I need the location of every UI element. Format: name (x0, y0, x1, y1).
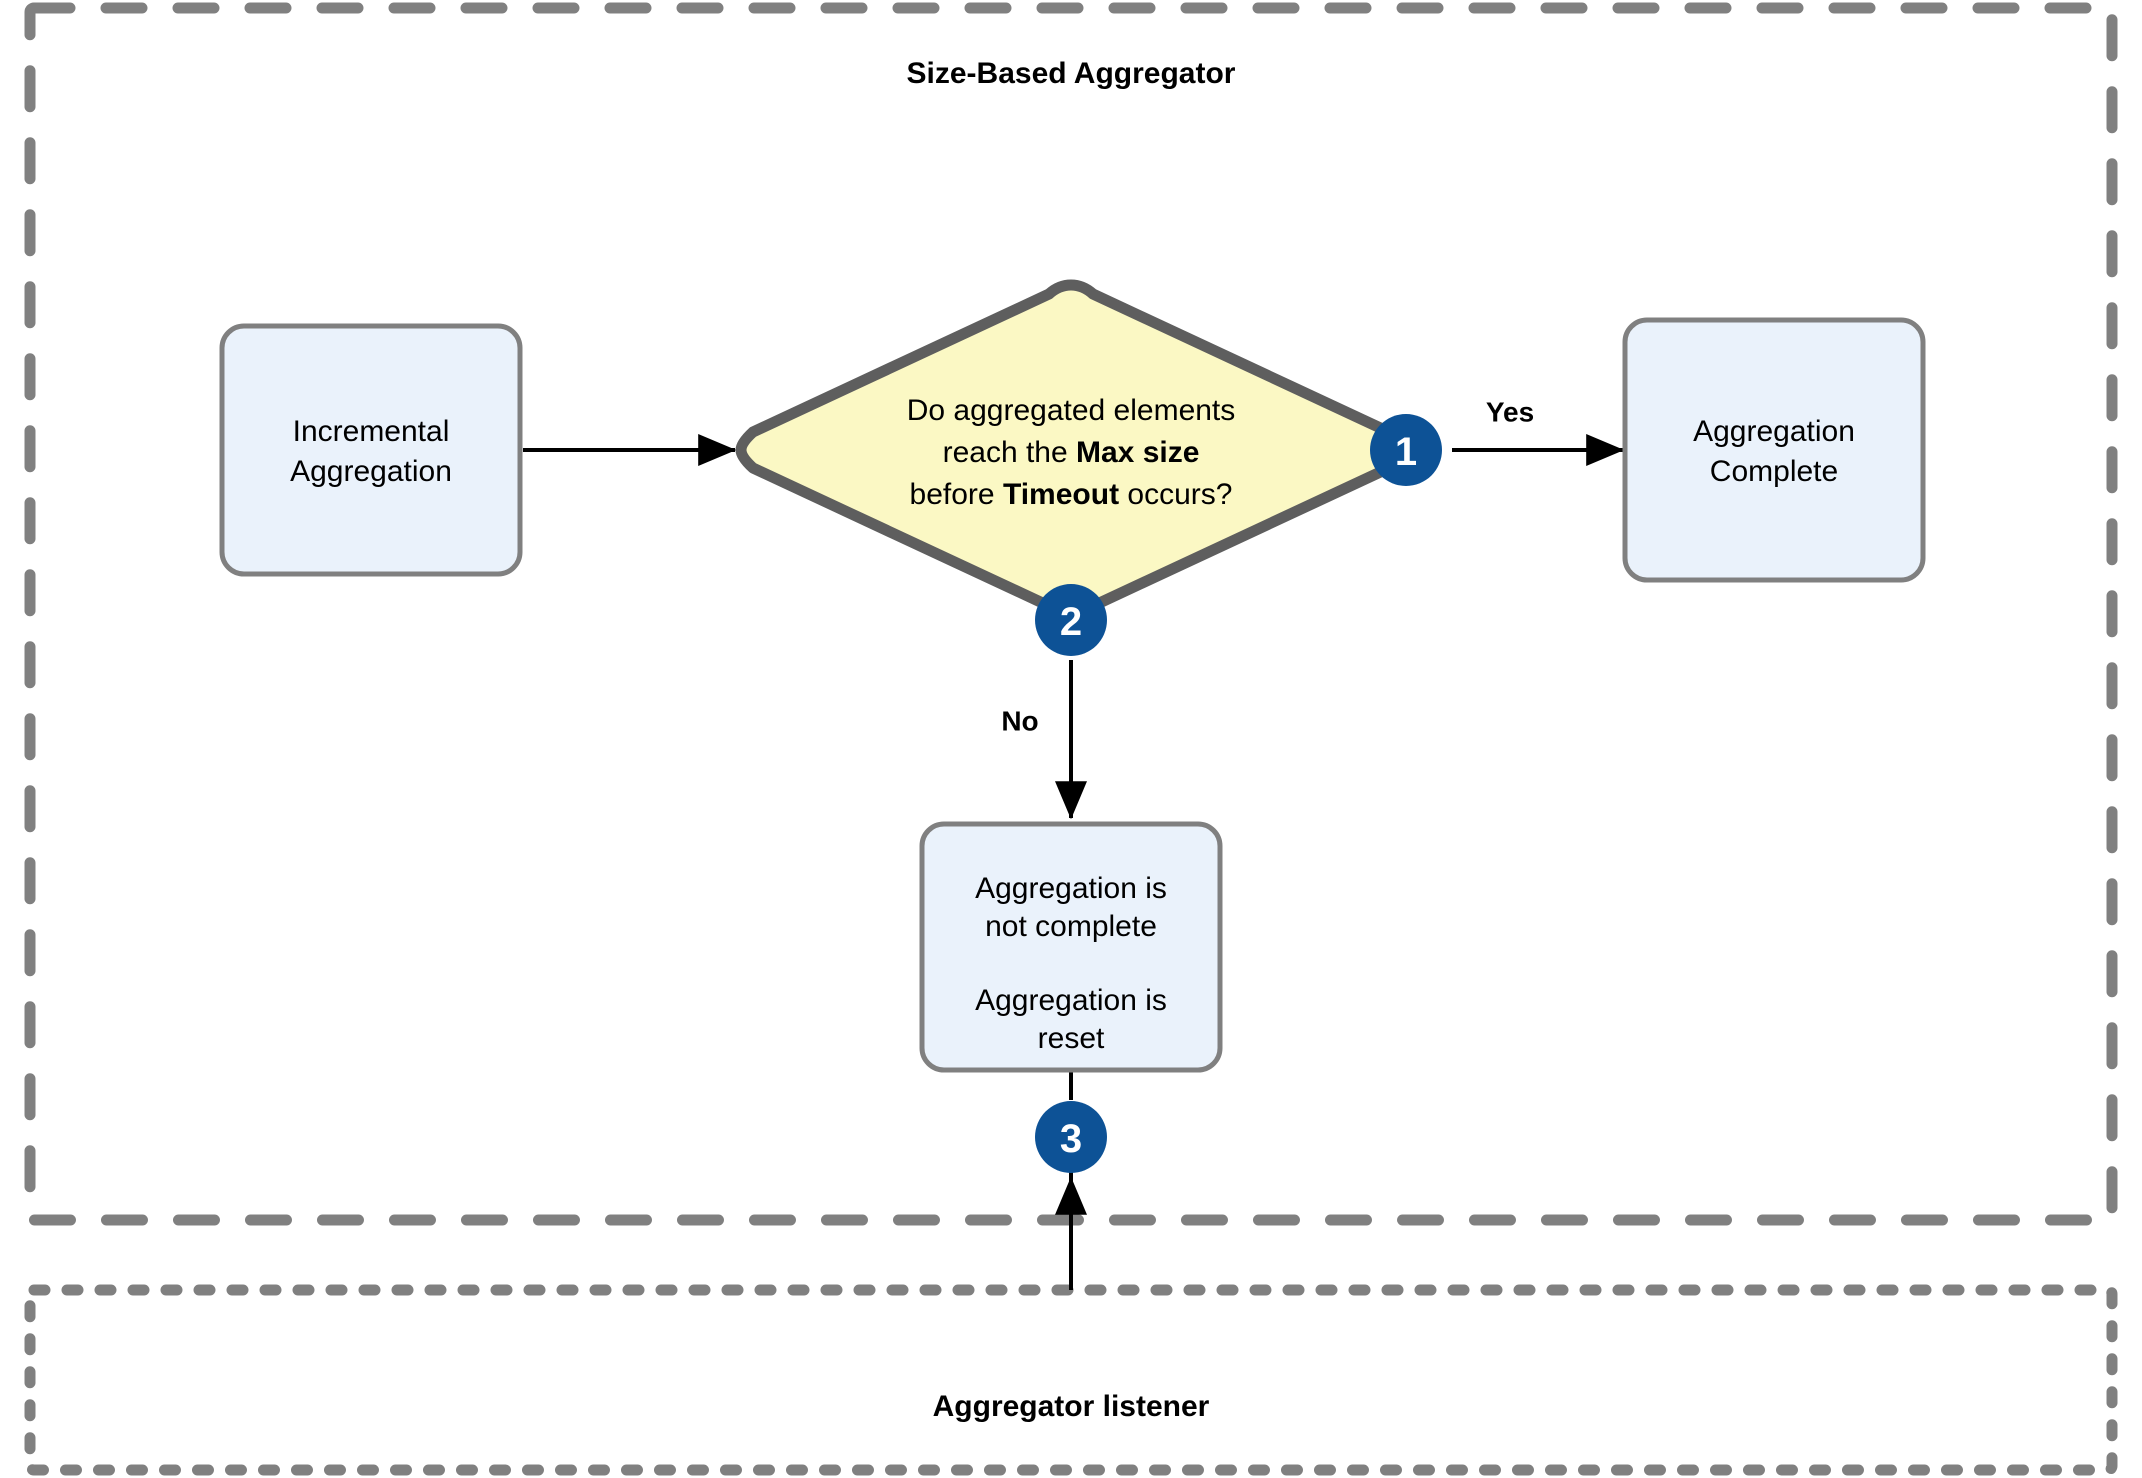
badge-1[interactable]: 1 (1370, 414, 1442, 486)
badge-1-circle (1370, 414, 1442, 486)
node-label-not-complete-line5: reset (1038, 1022, 1105, 1055)
node-label-incremental-aggregation-line2: Aggregation (290, 455, 452, 488)
node-aggregation-complete[interactable]: Aggregation Complete (1622, 317, 1926, 583)
node-incremental-aggregation[interactable]: Incremental Aggregation (219, 323, 523, 577)
badge-3-circle (1035, 1101, 1107, 1173)
node-shape-aggregation-complete (1622, 317, 1926, 583)
edge-label-yes: Yes (1486, 396, 1534, 427)
node-shape-aggregation-not-complete (919, 821, 1223, 1073)
badge-2-circle (1035, 584, 1107, 656)
node-shape-incremental-aggregation (219, 323, 523, 577)
badge-3-label: 3 (1060, 1117, 1082, 1161)
decision-text-line1: Do aggregated elements (907, 394, 1236, 427)
badge-2[interactable]: 2 (1035, 584, 1107, 656)
container-title-size-based-aggregator: Size-Based Aggregator (907, 57, 1236, 90)
node-aggregation-not-complete[interactable]: Aggregation is not complete Aggregation … (919, 821, 1223, 1073)
container-aggregator-listener: Aggregator listener (24, 1284, 2118, 1476)
badge-3[interactable]: 3 (1035, 1101, 1107, 1173)
container-border-aggregator-listener (24, 1284, 2118, 1476)
container-title-aggregator-listener: Aggregator listener (933, 1390, 1210, 1423)
node-label-not-complete-line2: not complete (985, 910, 1157, 943)
node-decision-max-size[interactable]: Do aggregated elements reach the Max siz… (735, 279, 1407, 621)
edge-label-no: No (1001, 705, 1038, 736)
node-label-incremental-aggregation-line1: Incremental (293, 415, 450, 448)
node-label-aggregation-complete-line2: Complete (1710, 455, 1838, 488)
node-label-not-complete-line1: Aggregation is (975, 872, 1167, 905)
node-label-aggregation-complete-line1: Aggregation (1693, 415, 1855, 448)
decision-text-line2: reach the Max size (943, 436, 1200, 469)
node-label-not-complete-line4: Aggregation is (975, 984, 1167, 1017)
badge-1-label: 1 (1395, 430, 1417, 474)
decision-text-line3: before Timeout occurs? (910, 478, 1233, 511)
badge-2-label: 2 (1060, 600, 1082, 644)
